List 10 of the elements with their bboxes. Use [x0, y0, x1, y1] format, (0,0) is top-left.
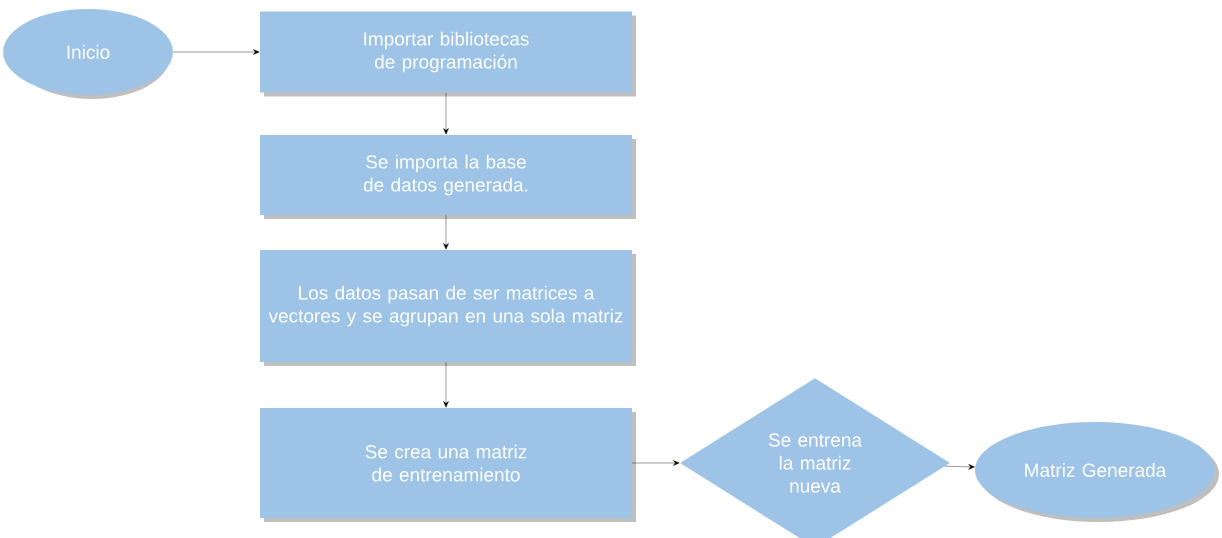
- arrow: [172, 49, 260, 55]
- arrow: [632, 460, 680, 466]
- arrow: [443, 92, 449, 135]
- process-box: Se importa la base de datos generada.: [260, 135, 636, 219]
- arrow: [443, 362, 449, 408]
- process-box: Los datos pasan de ser matrices a vectores y se agrupan en una sola matriz: [260, 250, 636, 366]
- process-box: Importar bibliotecas de programación: [260, 11, 636, 97]
- arrow: [443, 215, 449, 250]
- process-box: Se crea una matriz de entrenamiento: [260, 408, 636, 522]
- arrow: [944, 464, 975, 470]
